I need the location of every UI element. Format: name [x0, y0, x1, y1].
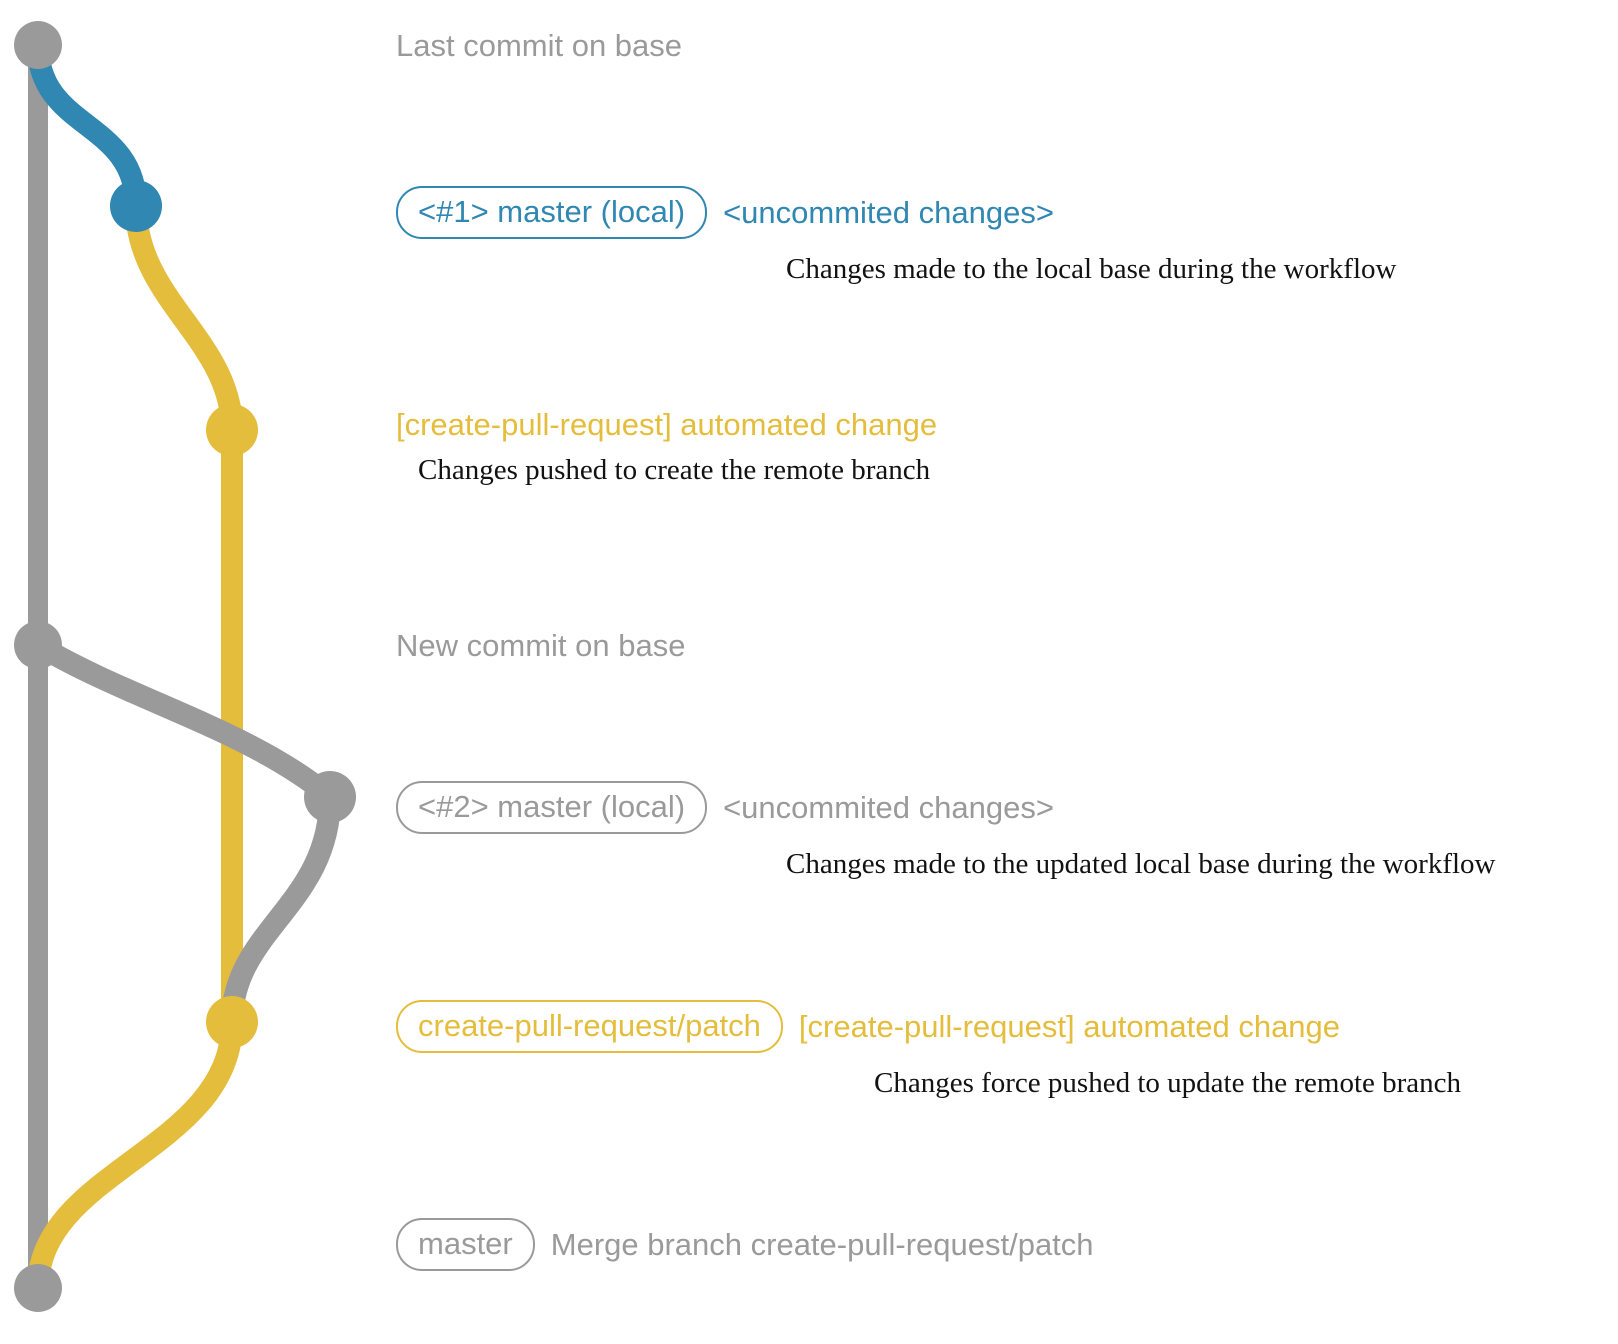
- node-automated-change-1[interactable]: [206, 404, 258, 456]
- row-head: master Merge branch create-pull-request/…: [396, 1218, 1094, 1271]
- row-head: New commit on base: [396, 630, 685, 661]
- row-head: Last commit on base: [396, 30, 682, 61]
- commit-subject: <uncommited changes>: [723, 790, 1054, 825]
- commit-description: Changes pushed to create the remote bran…: [418, 454, 931, 486]
- commit-description: Changes made to the local base during th…: [786, 253, 1397, 285]
- row-head: <#1> master (local) <uncommited changes>: [396, 186, 1396, 239]
- node-merge[interactable]: [14, 1264, 62, 1312]
- node-master-local-2[interactable]: [304, 771, 356, 823]
- commit-description: Changes made to the updated local base d…: [786, 848, 1496, 880]
- branch-line-gray-to-local2: [27, 634, 341, 808]
- commit-subject: [create-pull-request] automated change: [798, 1009, 1341, 1044]
- node-base-old[interactable]: [14, 21, 62, 69]
- branch-line-yellow-merge: [27, 1011, 243, 1299]
- node-master-local-1[interactable]: [110, 180, 162, 232]
- commit-row-automated-change-1: [create-pull-request] automated change C…: [396, 409, 937, 487]
- commit-subject: Last commit on base: [396, 28, 683, 63]
- commit-row-master-local-2: <#2> master (local) <uncommited changes>…: [396, 781, 1496, 881]
- commit-description: Changes force pushed to update the remot…: [874, 1067, 1462, 1099]
- commit-subject: <uncommited changes>: [723, 195, 1054, 230]
- commit-row-last-commit-on-base: Last commit on base: [396, 30, 682, 61]
- branch-badge-master-local-1[interactable]: <#1> master (local): [396, 186, 708, 239]
- commit-subject: [create-pull-request] automated change: [396, 407, 938, 442]
- branch-badge-create-pull-request-patch[interactable]: create-pull-request/patch: [396, 1000, 783, 1053]
- branch-badge-master[interactable]: master: [396, 1218, 535, 1271]
- node-automated-change-2[interactable]: [206, 996, 258, 1048]
- branch-line-blue: [27, 34, 147, 217]
- commit-row-new-commit-on-base: New commit on base: [396, 630, 685, 661]
- row-head: [create-pull-request] automated change: [396, 409, 937, 440]
- commit-subject: Merge branch create-pull-request/patch: [550, 1227, 1094, 1262]
- row-head: create-pull-request/patch [create-pull-r…: [396, 1000, 1461, 1053]
- commit-row-master-local-1: <#1> master (local) <uncommited changes>…: [396, 186, 1396, 286]
- commit-subject: New commit on base: [396, 628, 686, 663]
- branch-badge-master-local-2[interactable]: <#2> master (local): [396, 781, 708, 834]
- row-head: <#2> master (local) <uncommited changes>: [396, 781, 1496, 834]
- commit-row-automated-change-2: create-pull-request/patch [create-pull-r…: [396, 1000, 1461, 1100]
- branch-line-gray-to-patch: [221, 786, 341, 1033]
- commit-row-merge-commit: master Merge branch create-pull-request/…: [396, 1218, 1094, 1271]
- branch-line-yellow-upper: [125, 195, 243, 441]
- node-base-new[interactable]: [14, 621, 62, 669]
